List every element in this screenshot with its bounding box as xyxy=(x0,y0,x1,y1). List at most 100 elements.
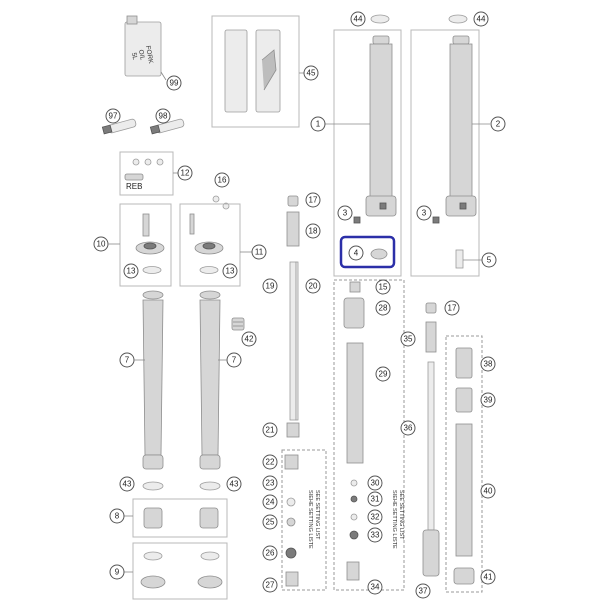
callout-28[interactable]: 28 xyxy=(375,300,391,316)
callout-19[interactable]: 19 xyxy=(262,278,278,294)
callout-20[interactable]: 20 xyxy=(305,278,321,294)
callout-32[interactable]: 32 xyxy=(367,509,383,525)
svg-text:20: 20 xyxy=(309,282,318,291)
fork-protector-box xyxy=(211,15,300,128)
part-15 xyxy=(349,281,361,293)
callout-10[interactable]: 10 xyxy=(93,236,109,252)
callout-34[interactable]: 34 xyxy=(367,579,383,595)
callout-17-left[interactable]: 17 xyxy=(305,192,321,208)
part-27 xyxy=(285,571,299,587)
spring-part-42 xyxy=(231,317,245,331)
fork-cap-box-right xyxy=(179,203,241,287)
svg-text:3: 3 xyxy=(422,209,427,218)
callout-38[interactable]: 38 xyxy=(480,356,496,372)
part-31 xyxy=(350,495,358,503)
svg-text:42: 42 xyxy=(245,335,254,344)
callout-7-left[interactable]: 7 xyxy=(119,352,135,368)
svg-text:22: 22 xyxy=(266,458,275,467)
callout-44-left[interactable]: 44 xyxy=(350,11,366,27)
callout-12[interactable]: 12 xyxy=(177,165,193,181)
o-ring-13-left xyxy=(142,266,162,274)
outer-tube-1 xyxy=(365,35,397,217)
damper-rod-36 xyxy=(427,361,435,531)
callout-5[interactable]: 5 xyxy=(481,252,497,268)
svg-text:1: 1 xyxy=(316,120,321,129)
callout-27[interactable]: 27 xyxy=(262,577,278,593)
svg-text:36: 36 xyxy=(404,424,413,433)
callout-2[interactable]: 2 xyxy=(490,116,506,132)
bushing-43-left xyxy=(142,481,164,491)
svg-text:7: 7 xyxy=(125,356,130,365)
callout-31[interactable]: 31 xyxy=(367,491,383,507)
callout-35[interactable]: 35 xyxy=(400,331,416,347)
svg-text:39: 39 xyxy=(484,396,493,405)
callout-24[interactable]: 24 xyxy=(262,494,278,510)
oil-can-text-3: 5L xyxy=(130,52,138,61)
callout-97[interactable]: 97 xyxy=(105,108,121,124)
callout-4[interactable]: 4 xyxy=(348,245,364,261)
part-28 xyxy=(343,297,365,329)
callout-1[interactable]: 1 xyxy=(310,116,326,132)
callout-7-right[interactable]: 7 xyxy=(226,352,242,368)
part-34 xyxy=(346,561,360,581)
damper-rod-19-20 xyxy=(289,261,299,421)
reb-kit-box xyxy=(119,151,174,196)
callout-3-right[interactable]: 3 xyxy=(416,205,432,221)
callout-16[interactable]: 16 xyxy=(214,172,230,188)
callout-43-right[interactable]: 43 xyxy=(226,476,242,492)
svg-text:25: 25 xyxy=(266,518,275,527)
part-30 xyxy=(350,479,358,487)
callout-21[interactable]: 21 xyxy=(262,422,278,438)
callout-22[interactable]: 22 xyxy=(262,454,278,470)
callout-36[interactable]: 36 xyxy=(400,420,416,436)
callout-43-left[interactable]: 43 xyxy=(119,476,135,492)
outer-tube-2 xyxy=(445,35,477,269)
callout-99[interactable]: 99 xyxy=(166,75,182,91)
callout-8[interactable]: 8 xyxy=(109,508,125,524)
svg-text:29: 29 xyxy=(379,370,388,379)
o-ring-13-right xyxy=(199,266,219,274)
callout-18[interactable]: 18 xyxy=(305,223,321,239)
svg-text:41: 41 xyxy=(484,573,493,582)
callout-26[interactable]: 26 xyxy=(262,545,278,561)
callout-39[interactable]: 39 xyxy=(480,392,496,408)
callout-33[interactable]: 33 xyxy=(367,527,383,543)
svg-text:11: 11 xyxy=(255,248,264,257)
callout-42[interactable]: 42 xyxy=(241,331,257,347)
callout-30[interactable]: 30 xyxy=(367,475,383,491)
callout-13-left[interactable]: 13 xyxy=(123,263,139,279)
callout-25[interactable]: 25 xyxy=(262,514,278,530)
callout-11[interactable]: 11 xyxy=(251,244,267,260)
setting-note-cartridge-1: SIEHE SETTING LISTE xyxy=(391,490,397,549)
callout-15[interactable]: 15 xyxy=(375,279,391,295)
svg-text:43: 43 xyxy=(123,480,132,489)
callout-45[interactable]: 45 xyxy=(303,65,319,81)
callout-98[interactable]: 98 xyxy=(155,108,171,124)
svg-text:23: 23 xyxy=(266,479,275,488)
svg-text:26: 26 xyxy=(266,549,275,558)
svg-text:40: 40 xyxy=(484,487,493,496)
oil-can-text-2: OIL xyxy=(137,49,146,61)
callout-17-right[interactable]: 17 xyxy=(444,300,460,316)
highlight-part-4 xyxy=(339,235,396,269)
grease-tube-98 xyxy=(149,118,185,135)
callout-40[interactable]: 40 xyxy=(480,483,496,499)
callout-9[interactable]: 9 xyxy=(109,564,125,580)
part-32 xyxy=(350,513,358,521)
setting-box-right xyxy=(445,335,483,593)
seals-8 xyxy=(143,507,219,529)
callout-29[interactable]: 29 xyxy=(375,366,391,382)
callout-13-right[interactable]: 13 xyxy=(222,263,238,279)
svg-text:13: 13 xyxy=(127,267,136,276)
callout-37[interactable]: 37 xyxy=(415,583,431,599)
callout-23[interactable]: 23 xyxy=(262,475,278,491)
svg-text:33: 33 xyxy=(371,531,380,540)
callout-41[interactable]: 41 xyxy=(480,569,496,585)
svg-text:3: 3 xyxy=(343,209,348,218)
callout-44-right[interactable]: 44 xyxy=(473,11,489,27)
part-25 xyxy=(286,517,296,527)
setting-box-middle xyxy=(281,449,327,591)
callout-3-left[interactable]: 3 xyxy=(337,205,353,221)
svg-text:19: 19 xyxy=(266,282,275,291)
clamp-screw-3-left xyxy=(353,216,361,224)
